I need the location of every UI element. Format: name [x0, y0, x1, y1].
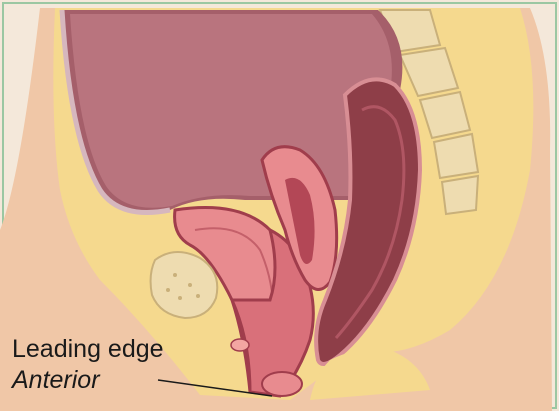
leading-edge-tip [231, 339, 249, 351]
anterior-label: Anterior [12, 368, 100, 393]
leading-edge-label: Leading edge [12, 337, 164, 362]
pelvic-cavity-inner [70, 14, 392, 208]
leading-edge-bulge [262, 372, 302, 396]
